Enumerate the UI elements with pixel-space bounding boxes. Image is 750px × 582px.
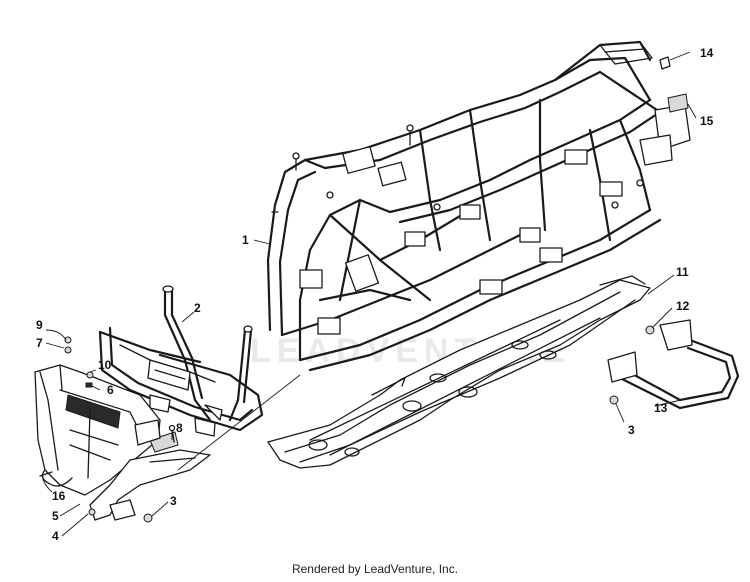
callout-3-front: 3 bbox=[170, 494, 177, 508]
callout-6: 6 bbox=[107, 383, 114, 397]
callout-5: 5 bbox=[52, 509, 59, 523]
callout-7: 7 bbox=[36, 336, 43, 350]
callout-12: 12 bbox=[676, 299, 690, 313]
callout-2: 2 bbox=[194, 301, 201, 315]
callout-16: 16 bbox=[52, 489, 66, 503]
callout-3-footrest: 3 bbox=[628, 423, 635, 437]
callout-4: 4 bbox=[52, 529, 59, 543]
leader-lines bbox=[41, 51, 697, 537]
callout-14: 14 bbox=[700, 46, 714, 60]
callout-11: 11 bbox=[676, 265, 689, 279]
footrest bbox=[607, 319, 740, 410]
callouts: 1 2 3 3 4 5 6 7 8 9 10 11 12 13 14 15 16 bbox=[36, 46, 714, 543]
front-fairing bbox=[34, 364, 211, 521]
render-credit: Rendered by LeadVenture, Inc. bbox=[291, 562, 459, 576]
frame bbox=[266, 40, 691, 372]
callout-8: 8 bbox=[176, 421, 183, 435]
callout-1: 1 bbox=[242, 233, 249, 247]
callout-10: 10 bbox=[98, 358, 112, 372]
callout-9: 9 bbox=[36, 318, 43, 332]
callout-15: 15 bbox=[700, 114, 714, 128]
hardware bbox=[64, 56, 689, 523]
callout-13: 13 bbox=[654, 401, 668, 415]
skid-plate bbox=[267, 275, 651, 469]
front-bumper bbox=[98, 285, 264, 437]
